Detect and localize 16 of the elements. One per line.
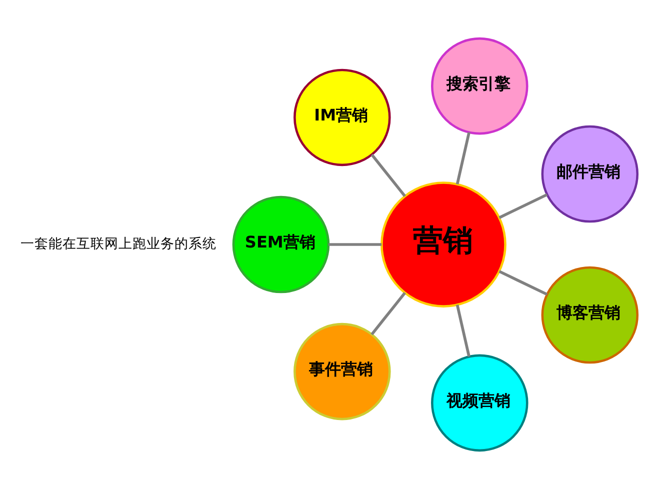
connector	[456, 304, 470, 356]
connector	[370, 292, 406, 335]
node-circle: 视频营销	[431, 354, 528, 452]
connector	[370, 153, 406, 196]
node-circle: 博客营销	[541, 266, 639, 364]
node-circle: 邮件营销	[541, 124, 639, 222]
label: 一套能在互联网上跑业务的系统	[20, 236, 216, 252]
node-circle: SEM营销	[232, 195, 330, 293]
node-circle: 事件营销	[294, 322, 391, 420]
node-circle: 营销	[380, 181, 506, 307]
node-circle: IM营销	[294, 68, 391, 166]
connector	[328, 242, 382, 246]
connector	[498, 192, 548, 218]
node-circle: 搜索引擎	[431, 36, 528, 134]
connector	[456, 132, 470, 184]
connector	[498, 270, 548, 296]
